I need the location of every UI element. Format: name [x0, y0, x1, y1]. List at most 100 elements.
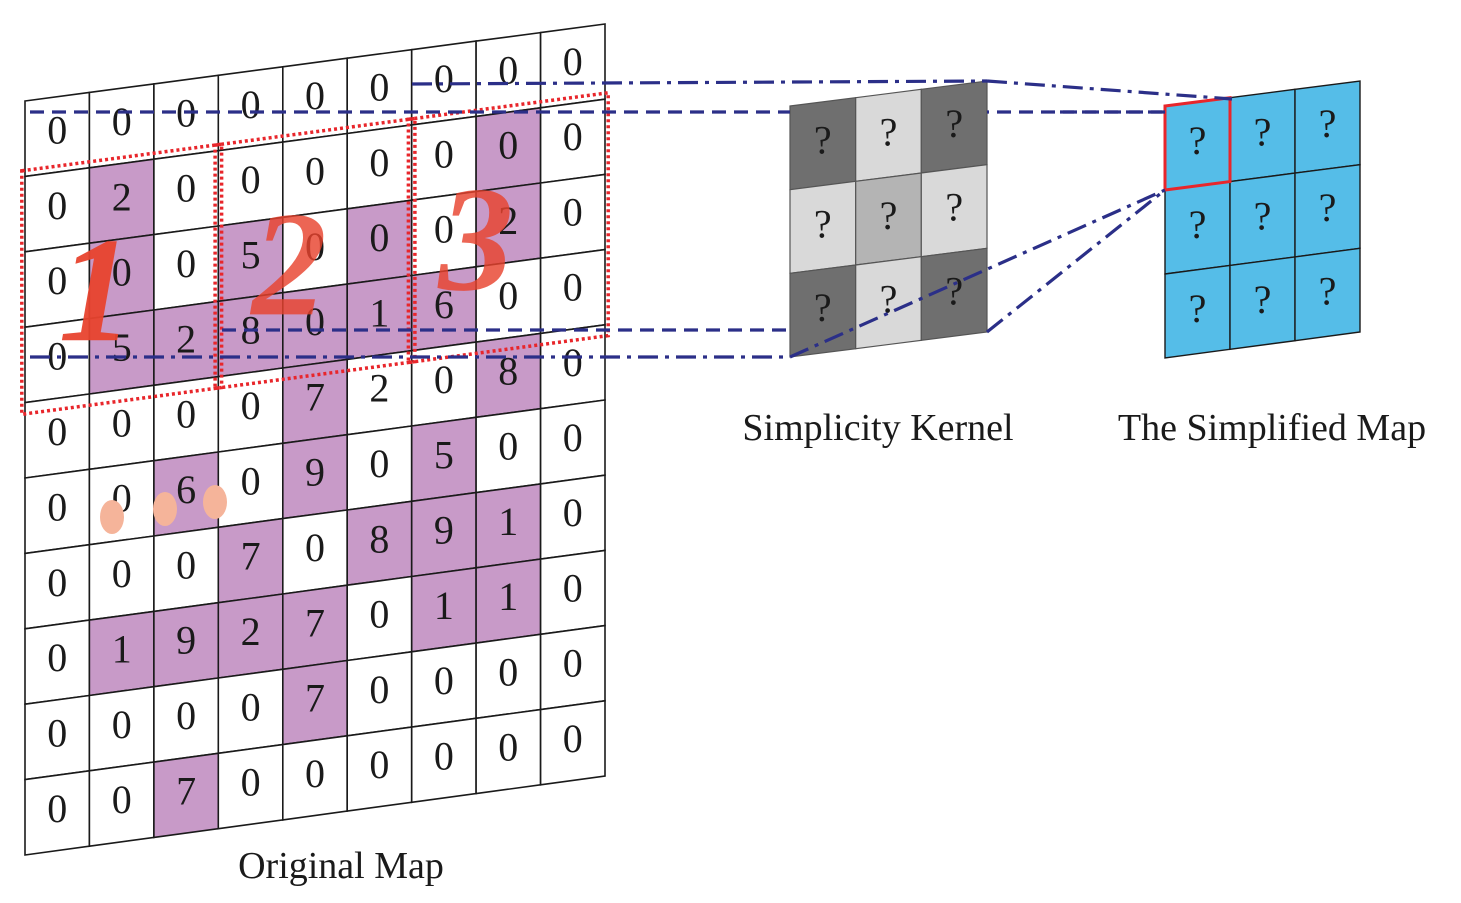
sliding-window-2 [213, 116, 417, 391]
connector-line [986, 188, 1166, 334]
map-cell-value: 0 [176, 392, 196, 437]
map-cell-value: 7 [176, 768, 196, 813]
step-label-3: 3 [437, 156, 514, 322]
original-map: 0000000000200000000005000200528016000000… [24, 23, 606, 856]
kernel-cell-value: ? [945, 101, 963, 146]
map-cell-value: 0 [369, 65, 389, 110]
map-cell-value: 1 [498, 574, 518, 619]
kernel-cell-value: ? [945, 185, 963, 230]
map-cell-value: 0 [563, 415, 583, 460]
map-cell-value: 0 [498, 424, 518, 469]
map-cell-value: 0 [176, 542, 196, 587]
map-cell-value: 0 [563, 490, 583, 535]
original-map-caption: Original Map [238, 845, 444, 887]
map-cell-value: 0 [112, 777, 132, 822]
map-cell-value: 0 [112, 400, 132, 445]
map-cell-value: 0 [434, 56, 454, 101]
simplified-cell-value: ? [1319, 101, 1337, 146]
step-label-2: 2 [250, 181, 327, 347]
map-cell-value: 0 [369, 592, 389, 637]
map-cell-value: 6 [434, 282, 454, 327]
map-cell-value: 0 [241, 760, 261, 805]
map-cell-value: 0 [176, 166, 196, 211]
map-cell-value: 0 [563, 39, 583, 84]
ellipsis-dot [203, 485, 227, 519]
simplified-cell-value: ? [1189, 202, 1207, 247]
map-cell-value: 0 [498, 123, 518, 168]
simplified-cell-value: ? [1319, 269, 1337, 314]
map-cell-value: 0 [47, 108, 67, 153]
kernel-cell-value: ? [814, 118, 832, 163]
map-cell-value: 0 [305, 149, 325, 194]
map-cell-value: 0 [434, 658, 454, 703]
map-cell-value: 0 [176, 241, 196, 286]
map-cell-value: 9 [176, 618, 196, 663]
map-cell-value: 0 [47, 560, 67, 605]
map-cell-value: 0 [369, 441, 389, 486]
connector-line [411, 79, 988, 86]
map-cell-value: 0 [241, 157, 261, 202]
map-cell-value: 0 [305, 299, 325, 344]
map-cell-value: 2 [241, 609, 261, 654]
map-cell-value: 0 [369, 667, 389, 712]
map-cell-value: 0 [241, 383, 261, 428]
map-cell-value: 0 [563, 265, 583, 310]
map-cell-value: 0 [369, 140, 389, 185]
kernel-cell-value: ? [880, 277, 898, 322]
map-cell-value: 7 [305, 374, 325, 419]
simplified-cell-value: ? [1319, 185, 1337, 230]
map-cell-value: 0 [241, 458, 261, 503]
map-cell-value: 0 [47, 786, 67, 831]
kernel-cell-value: ? [880, 193, 898, 238]
sliding-window-1 [20, 142, 224, 417]
map-cell-value: 0 [498, 48, 518, 93]
map-cell-value: 0 [369, 215, 389, 260]
map-cell-value: 0 [176, 693, 196, 738]
map-cell-value: 0 [498, 273, 518, 318]
map-cell-value: 0 [47, 409, 67, 454]
map-cell-value: 1 [369, 290, 389, 335]
map-cell-value: 0 [498, 649, 518, 694]
map-cell-value: 2 [112, 174, 132, 219]
map-cell-value: 0 [563, 716, 583, 761]
ellipsis-dots [100, 485, 227, 534]
sliding-windows [20, 90, 610, 417]
map-cell-value: 0 [112, 250, 132, 295]
simplified-cell [1294, 247, 1361, 342]
map-cell-value: 0 [47, 635, 67, 680]
map-cell-value: 0 [47, 484, 67, 529]
map-cell-value: 2 [369, 366, 389, 411]
map-cell-value: 0 [434, 733, 454, 778]
map-cell-value: 7 [241, 534, 261, 579]
kernel-cell-value: ? [945, 268, 963, 313]
map-cell-value: 0 [305, 525, 325, 570]
simplified-cell-value: ? [1254, 193, 1272, 238]
map-cell-value: 0 [47, 183, 67, 228]
ellipsis-dot [100, 500, 124, 534]
simplicity-kernel: ????????? [789, 80, 988, 358]
map-cell-value: 0 [369, 742, 389, 787]
map-cell-value: 0 [112, 99, 132, 144]
simplified-map: ????????? [1163, 80, 1361, 359]
simplified-map-caption: The Simplified Map [1118, 407, 1426, 449]
ellipsis-dot [153, 492, 177, 526]
map-cell-value: 0 [563, 565, 583, 610]
kernel-cell-value: ? [880, 109, 898, 154]
map-cell-value: 0 [434, 357, 454, 402]
map-cell [539, 699, 606, 786]
simplified-cell-value: ? [1254, 277, 1272, 322]
map-cell-value: 6 [176, 467, 196, 512]
kernel-caption: Simplicity Kernel [742, 407, 1013, 449]
map-cell-value: 0 [241, 684, 261, 729]
map-cell-value: 0 [305, 751, 325, 796]
connector-lines [30, 79, 1233, 359]
map-cell-value: 0 [47, 258, 67, 303]
map-cell-value: 5 [112, 325, 132, 370]
map-cell-value: 0 [563, 641, 583, 686]
simplified-cell-value: ? [1189, 118, 1207, 163]
map-cell-value: 8 [369, 516, 389, 561]
map-cell-value: 0 [112, 551, 132, 596]
map-cell-value: 0 [563, 114, 583, 159]
map-cell-value: 0 [563, 340, 583, 385]
